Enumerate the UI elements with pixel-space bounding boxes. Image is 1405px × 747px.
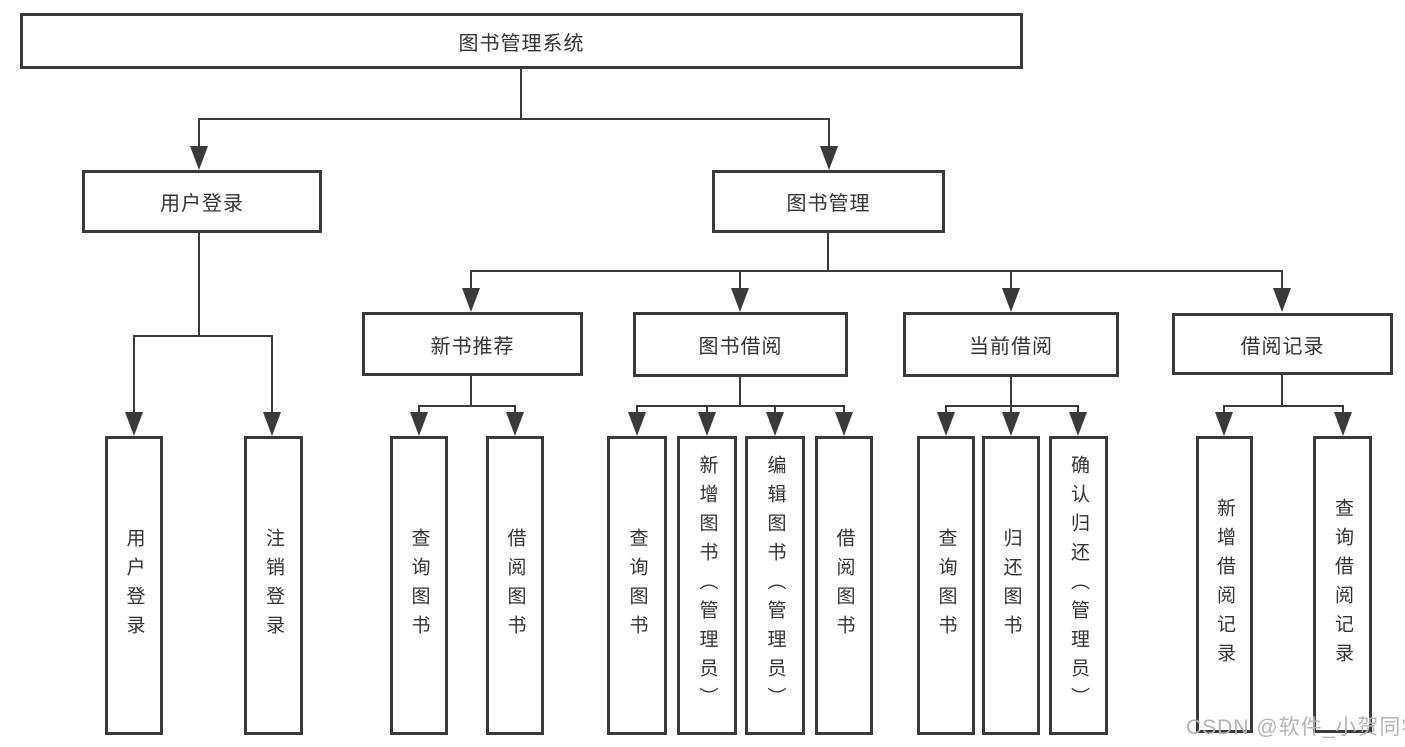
connector xyxy=(133,335,273,337)
leaf-confirm-return-admin: 确认归还（管理员） xyxy=(1049,436,1108,735)
leaf-query-books-borrow-label: 查询图书 xyxy=(626,527,648,644)
leaf-query-books-recommend: 查询图书 xyxy=(390,436,448,735)
connector xyxy=(945,405,947,417)
arrowhead-icon xyxy=(937,412,955,436)
leaf-user-login-label: 用户登录 xyxy=(123,527,145,644)
node-current-borrow-label: 当前借阅 xyxy=(969,336,1053,358)
leaf-add-books-admin-label: 新增图书（管理员） xyxy=(696,455,718,716)
node-borrow-records: 借阅记录 xyxy=(1172,313,1393,375)
leaf-user-login: 用户登录 xyxy=(105,436,163,735)
connector xyxy=(514,405,516,417)
connector xyxy=(1281,270,1283,292)
connector xyxy=(470,270,472,292)
connector xyxy=(1223,405,1225,417)
connector xyxy=(418,405,516,407)
connector xyxy=(133,335,135,415)
connector xyxy=(636,405,845,407)
arrowhead-icon xyxy=(1069,412,1087,436)
connector xyxy=(706,405,708,417)
node-book-borrow: 图书借阅 xyxy=(633,312,848,377)
leaf-borrow-books-recommend: 借阅图书 xyxy=(486,436,544,735)
leaf-add-borrow-record-label: 新增借阅记录 xyxy=(1214,497,1235,672)
node-user-login-label: 用户登录 xyxy=(160,193,244,215)
leaf-logout: 注销登录 xyxy=(244,436,303,735)
node-root-label: 图书管理系统 xyxy=(458,32,585,55)
connector xyxy=(739,377,741,405)
arrowhead-icon xyxy=(190,146,208,170)
connector xyxy=(470,376,472,405)
leaf-confirm-return-admin-label: 确认归还（管理员） xyxy=(1068,455,1089,716)
connector xyxy=(843,405,845,417)
arrowhead-icon xyxy=(1273,288,1291,312)
node-book-management-label: 图书管理 xyxy=(786,193,871,215)
leaf-return-books-label: 归还图书 xyxy=(1000,527,1022,644)
connector xyxy=(1223,405,1344,407)
arrowhead-icon xyxy=(462,288,480,312)
connector xyxy=(636,405,638,417)
arrowhead-icon xyxy=(506,412,524,436)
connector xyxy=(198,233,200,335)
arrowhead-icon xyxy=(1002,412,1020,436)
csdn-watermark: CSDN @软件_小贺同学 xyxy=(1186,716,1405,739)
leaf-borrow-books: 借阅图书 xyxy=(815,436,873,735)
arrowhead-icon xyxy=(1002,288,1020,312)
connector xyxy=(774,405,776,417)
connector xyxy=(198,118,200,152)
leaf-edit-books-admin-label: 编辑图书（管理员） xyxy=(764,455,786,716)
arrowhead-icon xyxy=(1334,412,1352,436)
arrowhead-icon xyxy=(410,412,428,436)
leaf-logout-label: 注销登录 xyxy=(263,527,284,644)
connector xyxy=(198,118,830,120)
leaf-borrow-books-recommend-label: 借阅图书 xyxy=(504,527,526,644)
leaf-query-borrow-record-label: 查询借阅记录 xyxy=(1332,497,1353,672)
arrowhead-icon xyxy=(263,412,281,436)
arrowhead-icon xyxy=(820,146,838,170)
connector xyxy=(1010,405,1012,417)
leaf-query-books-current-label: 查询图书 xyxy=(935,527,957,644)
node-book-management: 图书管理 xyxy=(712,170,945,233)
leaf-borrow-books-label: 借阅图书 xyxy=(833,527,855,644)
arrowhead-icon xyxy=(835,412,853,436)
node-new-book-recommend-label: 新书推荐 xyxy=(430,335,515,358)
leaf-query-books-current: 查询图书 xyxy=(917,436,975,735)
connector xyxy=(1342,405,1344,417)
connector xyxy=(271,335,273,415)
arrowhead-icon xyxy=(766,412,784,436)
connector xyxy=(828,118,830,152)
node-borrow-records-label: 借阅记录 xyxy=(1240,335,1325,358)
connector xyxy=(470,270,1283,272)
leaf-query-borrow-record: 查询借阅记录 xyxy=(1313,436,1372,733)
arrowhead-icon xyxy=(125,412,143,436)
node-book-borrow-label: 图书借阅 xyxy=(698,336,783,358)
node-root-library-system: 图书管理系统 xyxy=(20,13,1023,69)
connector xyxy=(520,68,522,120)
node-user-login: 用户登录 xyxy=(82,170,322,233)
arrowhead-icon xyxy=(731,288,749,312)
connector xyxy=(739,270,741,292)
leaf-return-books: 归还图书 xyxy=(982,436,1040,735)
connector xyxy=(1010,377,1012,405)
node-current-borrow: 当前借阅 xyxy=(903,312,1119,377)
leaf-edit-books-admin: 编辑图书（管理员） xyxy=(745,436,805,735)
leaf-query-books-recommend-label: 查询图书 xyxy=(408,527,430,644)
connector xyxy=(945,405,1079,407)
leaf-add-books-admin: 新增图书（管理员） xyxy=(677,436,737,735)
leaf-add-borrow-record: 新增借阅记录 xyxy=(1196,436,1253,733)
arrowhead-icon xyxy=(628,412,646,436)
arrowhead-icon xyxy=(698,412,716,436)
leaf-query-books-borrow: 查询图书 xyxy=(607,436,667,735)
arrowhead-icon xyxy=(1215,412,1233,436)
connector xyxy=(418,405,420,417)
connector xyxy=(1281,375,1283,405)
node-new-book-recommend: 新书推荐 xyxy=(362,312,583,376)
connector xyxy=(1010,270,1012,292)
connector xyxy=(827,233,829,270)
connector xyxy=(1077,405,1079,417)
